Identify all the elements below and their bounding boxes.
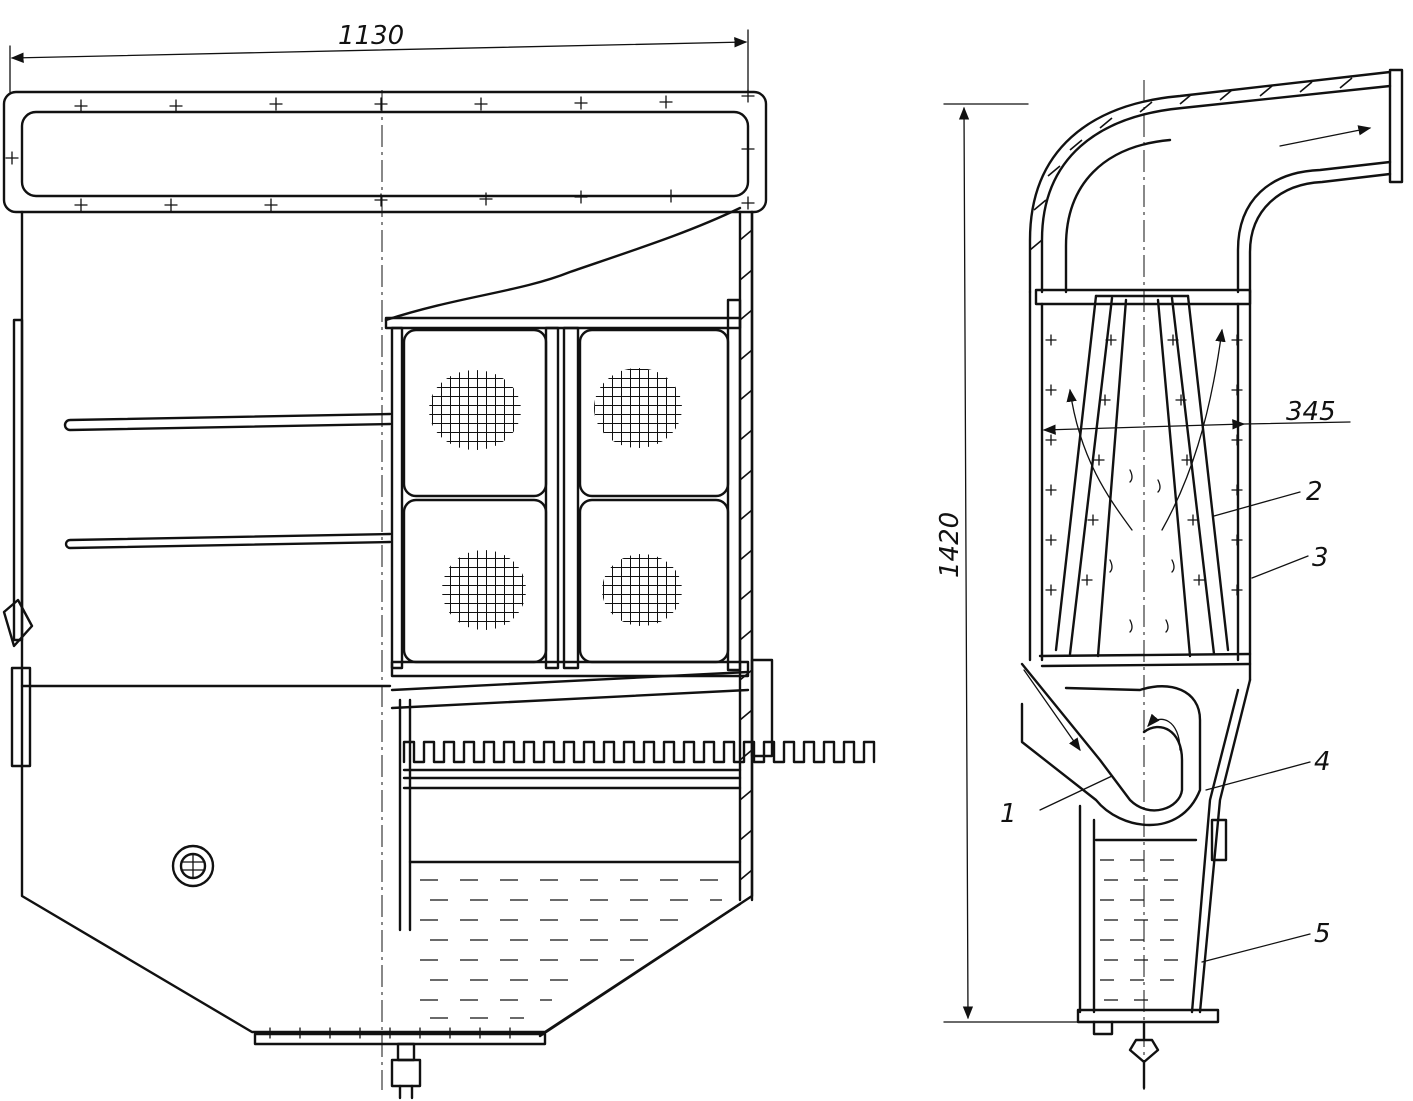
part-callouts: 1 2 3 4 5 bbox=[1000, 477, 1331, 963]
front-view: 1130 bbox=[2, 21, 876, 1100]
part-label-5: 5 bbox=[1314, 919, 1331, 949]
section-body: 3 4 5 bbox=[1020, 288, 1351, 1090]
mesh-screen-1 bbox=[429, 370, 521, 450]
baffle-comb bbox=[402, 740, 876, 764]
section-water bbox=[1100, 859, 1178, 1001]
top-header-panel bbox=[2, 89, 768, 214]
base-plate bbox=[253, 1027, 547, 1046]
dimension-width: 1130 bbox=[9, 21, 749, 93]
rod-lower bbox=[64, 532, 392, 550]
dimension-height: 1420 bbox=[935, 103, 1083, 1023]
dimension-width-label: 1130 bbox=[338, 21, 404, 51]
section-view: 1420 bbox=[935, 68, 1404, 1090]
left-bracket bbox=[10, 666, 32, 768]
inspection-port-icon bbox=[171, 844, 215, 888]
part-label-2: 2 bbox=[1306, 477, 1323, 507]
mesh-screen-4 bbox=[602, 554, 682, 626]
right-bracket bbox=[750, 658, 774, 758]
outlet-duct bbox=[1028, 68, 1404, 294]
filter-cassette bbox=[384, 206, 750, 710]
part-label-4: 4 bbox=[1314, 747, 1331, 777]
side-strip bbox=[12, 318, 24, 642]
dimension-height-label: 1420 bbox=[935, 512, 965, 578]
mesh-screen-2 bbox=[594, 368, 682, 448]
wall-hatch-right bbox=[739, 229, 753, 881]
bolt-marks bbox=[5, 89, 755, 212]
latch-icon bbox=[2, 598, 34, 648]
dimension-depth-label: 345 bbox=[1286, 397, 1336, 427]
mesh-screen-3 bbox=[442, 550, 526, 630]
drain-valve-icon bbox=[390, 1042, 422, 1100]
part-label-1: 1 bbox=[1000, 799, 1017, 829]
rod-upper bbox=[63, 412, 392, 432]
water-bath bbox=[408, 860, 742, 1038]
part-label-3: 3 bbox=[1312, 543, 1329, 573]
